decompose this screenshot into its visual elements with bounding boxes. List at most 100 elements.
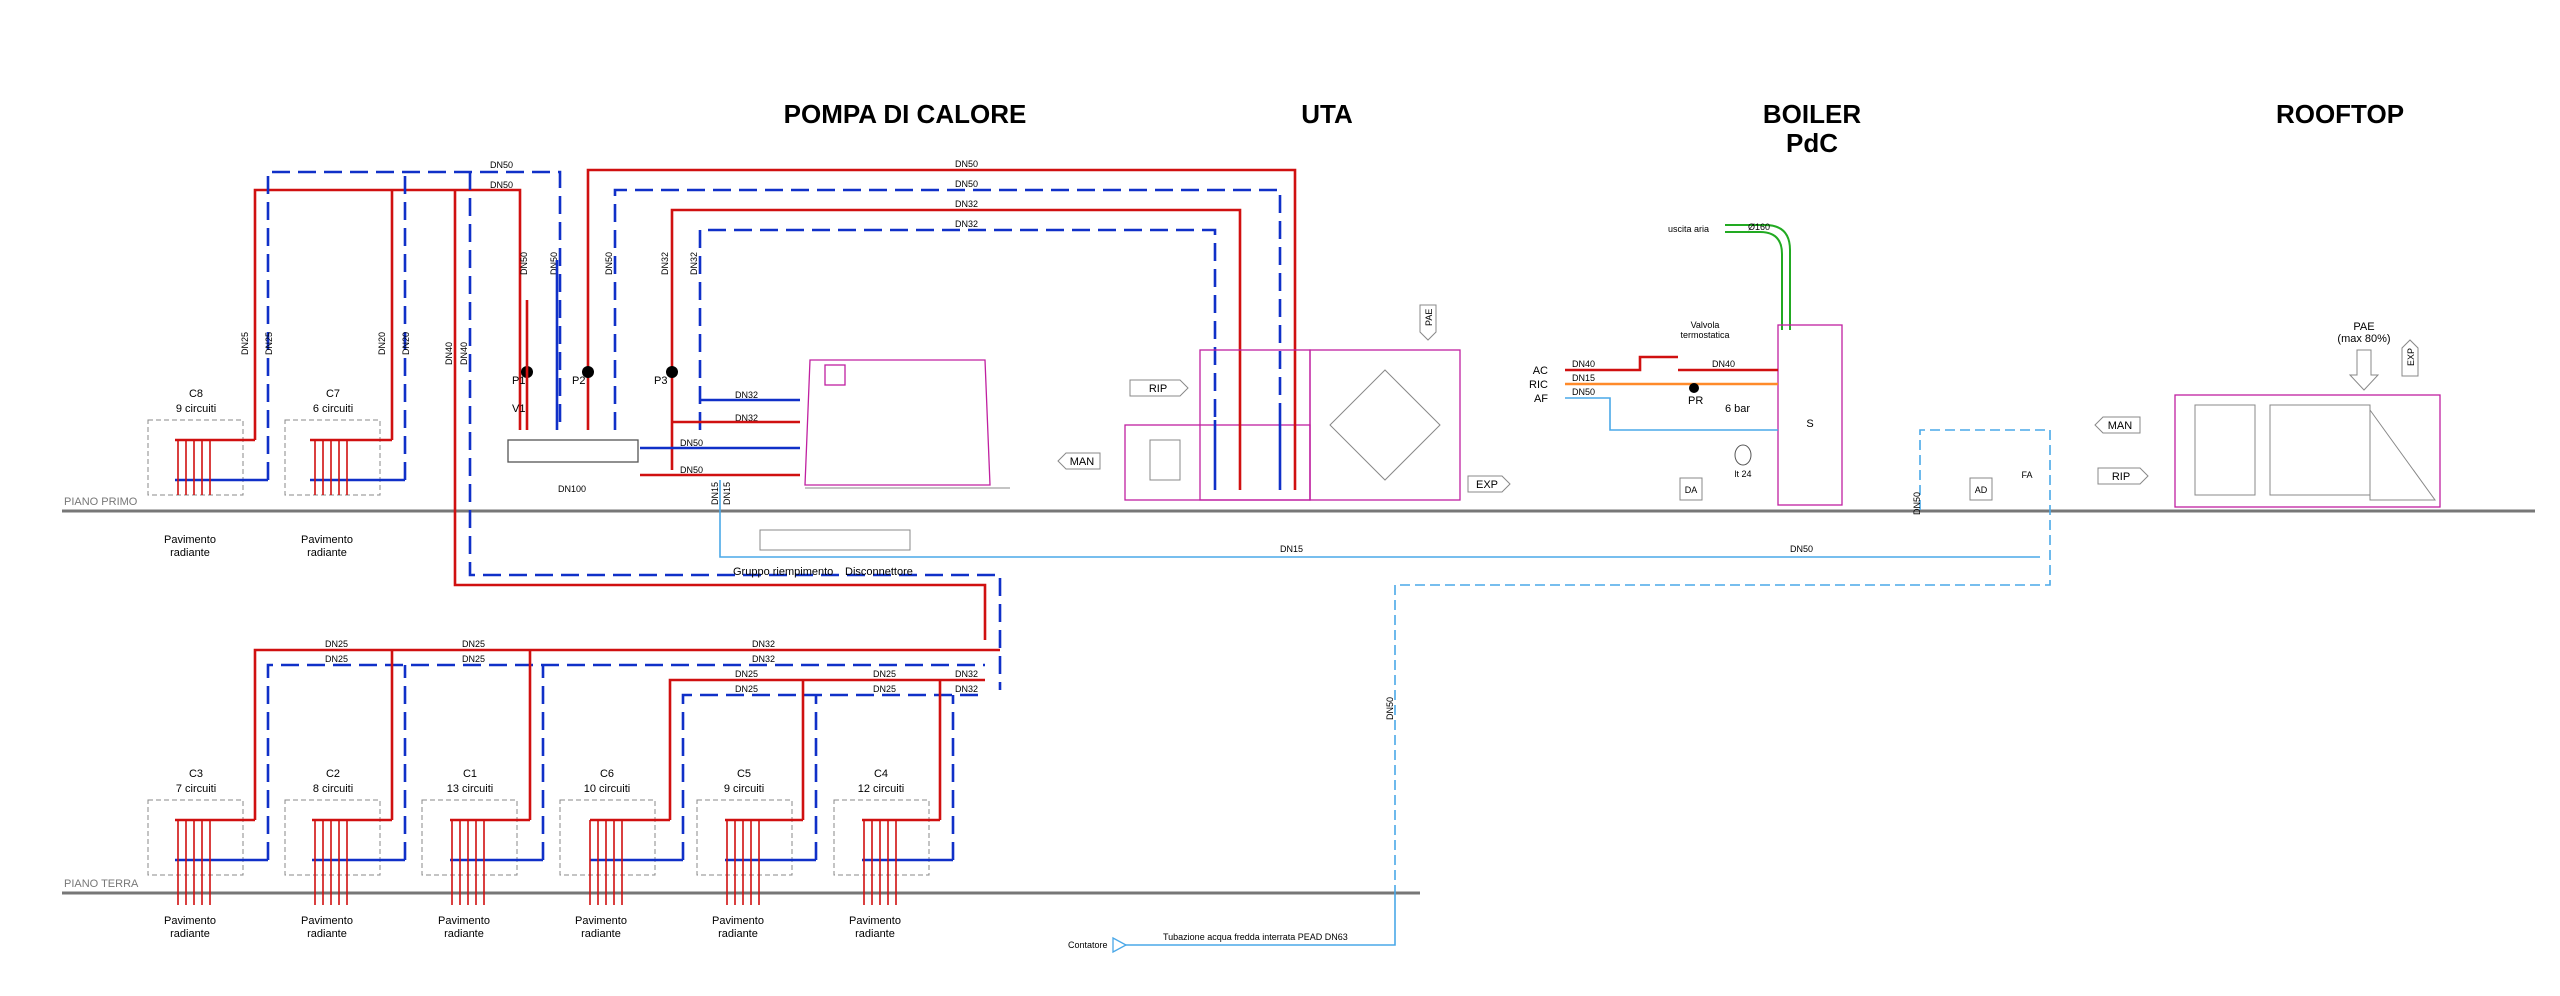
label-ad: AD bbox=[1975, 485, 1988, 495]
svg-text:PAE: PAE bbox=[1424, 309, 1434, 326]
disconnector-label: Disconnettore bbox=[845, 566, 913, 578]
rooftop-pae-1: PAE bbox=[2353, 321, 2374, 333]
label-tank-volume: lt 24 bbox=[1734, 469, 1751, 479]
pump-p3-label: P3 bbox=[654, 375, 667, 387]
hp-label-dn32-b: DN32 bbox=[735, 413, 758, 423]
manifold-c1-code: C1 bbox=[463, 768, 477, 780]
manifold-c3: C3 7 circuiti Pavimento radiante bbox=[147, 768, 268, 940]
manifold-c8-circuits: 9 circuiti bbox=[176, 403, 216, 415]
fill-line-dn50: DN50 bbox=[1790, 544, 1813, 554]
heat-pump-plant: DN50 DN50 DN32 DN32 DN50 DN50 DN50 DN32 … bbox=[507, 159, 2040, 578]
gf-dn25-c: DN25 bbox=[462, 639, 485, 649]
pipe-label-dn20-c7s: DN20 bbox=[377, 332, 387, 355]
tag-pae: PAE bbox=[1419, 304, 1437, 341]
tag-rip: RIP bbox=[1129, 379, 1189, 397]
manifold-c5-circuits: 9 circuiti bbox=[724, 783, 764, 795]
manifold-c4-label1: Pavimento bbox=[849, 915, 901, 927]
pump-p2-label: P2 bbox=[572, 375, 585, 387]
label-fa: FA bbox=[2021, 470, 2032, 480]
pipe-label-dn50-b: DN50 bbox=[490, 180, 513, 190]
manifold-c1-label1: Pavimento bbox=[438, 915, 490, 927]
boiler-tank bbox=[1777, 324, 1843, 506]
manifold-c2-circuits: 8 circuiti bbox=[313, 783, 353, 795]
pipe-label-dn25-c8s: DN25 bbox=[240, 332, 250, 355]
manifold-c6-circuits: 10 circuiti bbox=[584, 783, 630, 795]
gf-dn25-a: DN25 bbox=[325, 639, 348, 649]
label-da: DA bbox=[1685, 485, 1698, 495]
gf-dn32-a: DN32 bbox=[752, 639, 775, 649]
rooftop-tag-man: MAN bbox=[2094, 416, 2141, 434]
gf-dn32-d: DN32 bbox=[955, 684, 978, 694]
gf-dn32-b: DN32 bbox=[752, 654, 775, 664]
manifold-c3-label1: Pavimento bbox=[164, 915, 216, 927]
pipe-label-dn50-v3: DN50 bbox=[604, 252, 614, 275]
pipe-label-dn20-c7r: DN20 bbox=[401, 332, 411, 355]
water-supply: Contatore Tubazione acqua fredda interra… bbox=[1068, 893, 1396, 954]
pipe-label-dn40-s: DN40 bbox=[444, 342, 454, 365]
label-ac: AC bbox=[1533, 365, 1548, 377]
rooftop-pae-2: (max 80%) bbox=[2337, 333, 2390, 345]
manifold-c4: C4 12 circuiti Pavimento radiante bbox=[833, 768, 953, 940]
hp-label-dn32-a: DN32 bbox=[735, 390, 758, 400]
pipe-label-dn25-c8r: DN25 bbox=[264, 332, 274, 355]
manifold-c7-label2: radiante bbox=[307, 547, 347, 559]
manifold-c6-code: C6 bbox=[600, 768, 614, 780]
svg-text:MAN: MAN bbox=[1070, 456, 1095, 468]
ground-floor-distribution: DN25 DN25 DN25 DN25 DN32 DN32 DN25 DN25 … bbox=[253, 639, 1000, 860]
manifold-c2-code: C2 bbox=[326, 768, 340, 780]
manifold-c4-code: C4 bbox=[874, 768, 888, 780]
manifold-c4-label2: radiante bbox=[855, 928, 895, 940]
gf-dn32-c: DN32 bbox=[955, 669, 978, 679]
label-pressure: 6 bar bbox=[1725, 403, 1750, 415]
label-af: AF bbox=[1534, 393, 1548, 405]
pump-pr-icon bbox=[1689, 383, 1699, 393]
tag-exp: EXP bbox=[1467, 475, 1511, 493]
pump-p2-icon bbox=[582, 366, 594, 378]
manifold-c7: C7 6 circuiti Pavimento radiante bbox=[284, 388, 405, 559]
fill-label-dn15-a: DN15 bbox=[710, 482, 720, 505]
gf-dn25-f: DN25 bbox=[735, 684, 758, 694]
boiler-dn40-b: DN40 bbox=[1712, 359, 1735, 369]
manifold-c1-label2: radiante bbox=[444, 928, 484, 940]
title-boiler: BOILER bbox=[1763, 99, 1861, 129]
pipe-label-dn50-uta-s: DN50 bbox=[955, 159, 978, 169]
separator-label: DN100 bbox=[558, 484, 586, 494]
manifold-c8-label1: Pavimento bbox=[164, 534, 216, 546]
svg-text:Ø160: Ø160 bbox=[1748, 222, 1770, 232]
pump-p1-label: P1 bbox=[512, 375, 525, 387]
boiler-s-label: S bbox=[1806, 418, 1813, 430]
rooftop-tag-exp: EXP bbox=[2401, 339, 2419, 377]
floor-label-ground: PIANO TERRA bbox=[64, 878, 139, 890]
manifold-c4-circuits: 12 circuiti bbox=[858, 783, 904, 795]
svg-text:MAN: MAN bbox=[2108, 420, 2133, 432]
boiler-dn15: DN15 bbox=[1572, 373, 1595, 383]
valve-v1-label: V1 bbox=[512, 403, 525, 415]
gf-dn25-h: DN25 bbox=[873, 684, 896, 694]
manifold-c5-label2: radiante bbox=[718, 928, 758, 940]
first-floor-distribution: DN50 DN50 DN25 DN25 DN20 DN20 DN40 DN40 bbox=[240, 160, 1002, 690]
manifold-c2: C2 8 circuiti Pavimento radiante bbox=[284, 768, 405, 940]
supply-pipe-label: Tubazione acqua fredda interrata PEAD DN… bbox=[1163, 932, 1348, 942]
pipe-label-dn32-uta-s: DN32 bbox=[955, 199, 978, 209]
manifold-c8-code: C8 bbox=[189, 388, 203, 400]
valve-label-2: termostatica bbox=[1680, 330, 1729, 340]
heat-pump-unit bbox=[804, 359, 991, 486]
manifold-c5-label1: Pavimento bbox=[712, 915, 764, 927]
manifold-c8: C8 9 circuiti Pavimento radiante bbox=[147, 388, 268, 559]
manifold-c6-label2: radiante bbox=[581, 928, 621, 940]
svg-text:EXP: EXP bbox=[2406, 348, 2416, 366]
gf-dn25-b: DN25 bbox=[325, 654, 348, 664]
label-ric: RIC bbox=[1529, 379, 1548, 391]
gf-dn25-e: DN25 bbox=[735, 669, 758, 679]
manifold-c5-code: C5 bbox=[737, 768, 751, 780]
svg-text:RIP: RIP bbox=[2112, 471, 2130, 483]
pipe-label-dn50-a: DN50 bbox=[490, 160, 513, 170]
svg-text:RIP: RIP bbox=[1149, 383, 1167, 395]
manifold-c8-label2: radiante bbox=[170, 547, 210, 559]
manifold-c1-circuits: 13 circuiti bbox=[447, 783, 493, 795]
filling-group-label: Gruppo riempimento bbox=[733, 566, 833, 578]
hydraulic-separator bbox=[507, 439, 639, 463]
pae-arrow-icon bbox=[2348, 349, 2380, 391]
manifold-c7-label1: Pavimento bbox=[301, 534, 353, 546]
